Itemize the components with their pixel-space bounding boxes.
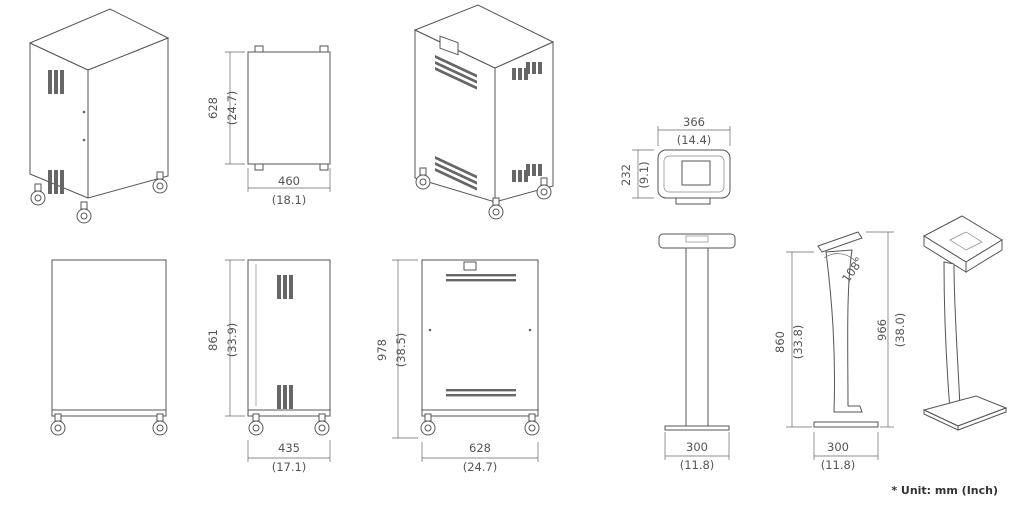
cart-side-view-large: 861 (33.9) 435 (17.1) [206, 259, 331, 474]
kiosk-top-depth-mm: 232 [619, 164, 633, 186]
kiosk-top-width-mm: 366 [683, 115, 705, 129]
cart-side-large-height-mm: 861 [206, 329, 220, 351]
kiosk-front-base-mm: 300 [686, 440, 708, 454]
unit-note: * Unit: mm (Inch) [891, 484, 998, 497]
cart-side-large-depth-in: (17.1) [272, 460, 307, 474]
kiosk-side-total-in: (38.0) [893, 313, 907, 348]
kiosk-side-base-in: (11.8) [821, 458, 856, 472]
kiosk-side-base-mm: 300 [827, 440, 849, 454]
kiosk-top-depth-in: (9.1) [637, 161, 651, 188]
kiosk-side-height-mm: 860 [773, 331, 787, 353]
cart-back-height-in: (38.5) [394, 333, 408, 368]
cart-side-width-mm: 460 [278, 174, 300, 188]
kiosk-top-view: 366 (14.4) 232 (9.1) [619, 115, 731, 205]
cart-back-width-mm: 628 [469, 441, 491, 455]
cart-side-height-in: (24.7) [225, 91, 239, 126]
kiosk-isometric [922, 215, 1008, 431]
kiosk-side-height-in: (33.8) [791, 325, 805, 360]
kiosk-front-view: 300 (11.8) [658, 233, 736, 472]
kiosk-side-view: 860 (33.8) 966 (38.0) 300 (11.8) 108° [773, 231, 907, 472]
cart-isometric-back [413, 4, 555, 220]
kiosk-top-width-in: (14.4) [677, 133, 712, 147]
cart-back-vents-top [446, 274, 516, 282]
cart-isometric-front [28, 8, 170, 224]
cart-side-view: 628 (24.7) 460 (18.1) [206, 45, 331, 207]
cart-back-width-in: (24.7) [463, 460, 498, 474]
cart-back-height-mm: 978 [375, 339, 389, 361]
cart-side-width-in: (18.1) [272, 193, 307, 207]
kiosk-front-base-in: (11.8) [680, 458, 715, 472]
cart-side-large-depth-mm: 435 [278, 441, 300, 455]
cart-side-height-mm: 628 [206, 97, 220, 119]
kiosk-side-total-mm: 966 [875, 319, 889, 341]
cart-back-view: 978 (38.5) 628 (24.7) [375, 259, 540, 474]
cart-front-view [50, 259, 168, 436]
cart-side-large-height-in: (33.9) [225, 323, 239, 358]
cart-back-vents-bottom [446, 389, 516, 397]
